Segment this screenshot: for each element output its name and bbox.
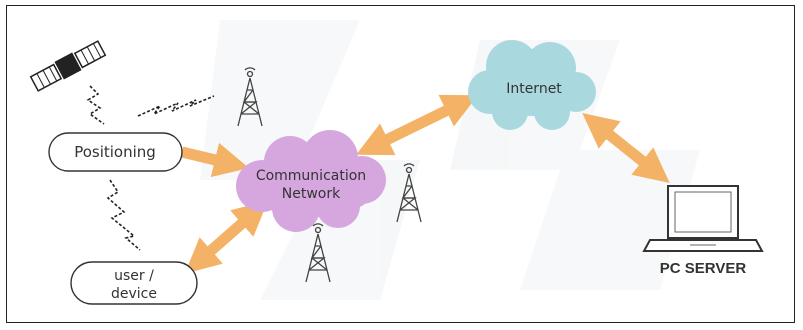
positioning-label: Positioning [74, 143, 156, 161]
positioning-box [48, 132, 183, 172]
pc-server-label: PC SERVER [660, 260, 747, 277]
comm-network-label-2: Network [282, 186, 341, 202]
user-device-label-2: device [111, 286, 157, 302]
user-device-box [70, 261, 198, 305]
laptop-icon [642, 185, 764, 252]
arrow-internet-to-server [582, 113, 670, 183]
communication-network-cloud [236, 130, 386, 232]
tower-icon [237, 67, 263, 127]
arrow-positioning-to-network [180, 142, 250, 178]
lightning-bolt-icon [106, 179, 141, 251]
internet-cloud [468, 40, 596, 130]
lightning-bolt-icon [86, 85, 105, 125]
tower-icon [396, 163, 422, 223]
user-device-label-1: user / [114, 268, 154, 284]
lightning-bolt-icon [137, 95, 215, 117]
connection-arrows [180, 94, 670, 274]
tower-icon [305, 223, 331, 283]
satellite-icon [29, 40, 107, 92]
internet-label: Internet [506, 81, 562, 97]
arrow-network-to-internet [356, 94, 478, 156]
arrow-user-to-network [184, 200, 269, 274]
comm-network-label-1: Communication [256, 168, 366, 184]
